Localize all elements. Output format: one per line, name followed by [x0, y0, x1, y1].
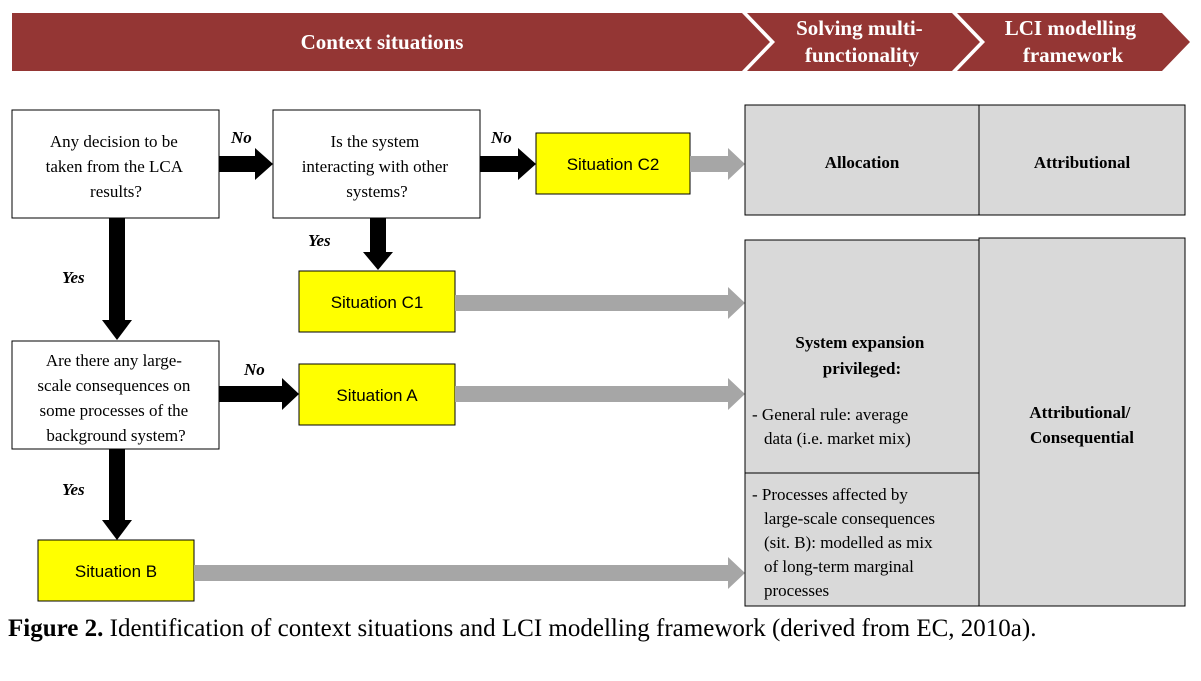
header-stage2-label: Solving multi- functionality — [796, 16, 928, 67]
outcome-allocation: Allocation — [744, 104, 980, 216]
header-stage-context — [12, 13, 770, 71]
figure-caption: Figure 2. Identification of context situ… — [8, 612, 1188, 646]
situation-c2: Situation C2 — [535, 132, 691, 195]
black-arrows — [102, 148, 536, 540]
arrow-b-processes — [194, 557, 745, 589]
edge-labels: No No Yes Yes No Yes — [62, 128, 512, 499]
header-bar: Context situations Solving multi- functi… — [12, 13, 1190, 71]
svg-text:Situation C2: Situation C2 — [567, 155, 660, 174]
outcome-attributional: Attributional — [978, 104, 1186, 216]
svg-text:System expansion privile: System expansion privileged: — [795, 333, 928, 378]
svg-text:- Processes affected by: - Processes affected by large-scale cons… — [752, 485, 939, 600]
svg-text:Attributional/ Consequen: Attributional/ Consequential — [1029, 403, 1134, 447]
arrow-a-expansion — [455, 378, 745, 410]
svg-text:- General rule: average: - General rule: average data (i.e. marke… — [752, 405, 912, 448]
arrow-q3-b — [102, 449, 132, 540]
question-q3: Are there any large- scale consequences … — [11, 340, 220, 450]
svg-text:Situation B: Situation B — [75, 562, 157, 581]
arrow-q2-c2 — [480, 148, 536, 180]
question-q2: Is the system interacting with other sys… — [272, 109, 481, 219]
situation-c1: Situation C1 — [298, 270, 456, 333]
situation-a: Situation A — [298, 363, 456, 426]
svg-text:Are there any large- sca: Are there any large- scale consequences … — [37, 351, 194, 445]
header-stage1-label: Context situations — [301, 30, 464, 54]
arrow-c1-expansion — [455, 287, 745, 319]
edge-label-q2-no: No — [490, 128, 512, 147]
arrow-c2-allocation — [690, 148, 745, 180]
header-stage-multifunctionality — [747, 13, 980, 71]
outcome-attr-conseq: Attributional/ Consequential — [978, 237, 1186, 607]
edge-label-q1-yes: Yes — [62, 268, 85, 287]
outcome-system-expansion: System expansion privileged: - General r… — [744, 239, 980, 474]
question-q1: Any decision to be taken from the LCA re… — [11, 109, 220, 219]
outcome-processes-affected: - Processes affected by large-scale cons… — [744, 472, 980, 607]
svg-text:Situation A: Situation A — [336, 386, 418, 405]
figure-caption-label: Figure 2. — [8, 615, 104, 642]
edge-label-q1-no: No — [230, 128, 252, 147]
svg-text:Attributional: Attributional — [1034, 153, 1131, 172]
situation-b: Situation B — [37, 539, 195, 602]
header-stage3-label: LCI modelling framework — [1005, 16, 1142, 67]
figure-caption-text: Identification of context situations and… — [103, 615, 1037, 642]
svg-text:Allocation: Allocation — [825, 153, 900, 172]
arrow-q3-a — [219, 378, 299, 410]
svg-text:Any decision to be taken: Any decision to be taken from the LCA re… — [46, 132, 187, 201]
arrow-q1-q2 — [219, 148, 273, 180]
header-stage-lci — [957, 13, 1190, 71]
svg-text:Situation C1: Situation C1 — [331, 293, 424, 312]
arrow-q2-c1 — [363, 218, 393, 270]
edge-label-q3-no: No — [243, 360, 265, 379]
edge-label-q2-yes: Yes — [308, 231, 331, 250]
edge-label-q3-yes: Yes — [62, 480, 85, 499]
arrow-q1-q3 — [102, 218, 132, 340]
grey-arrows — [194, 148, 745, 589]
svg-text:Is the system interactin: Is the system interacting with other sys… — [302, 132, 453, 201]
